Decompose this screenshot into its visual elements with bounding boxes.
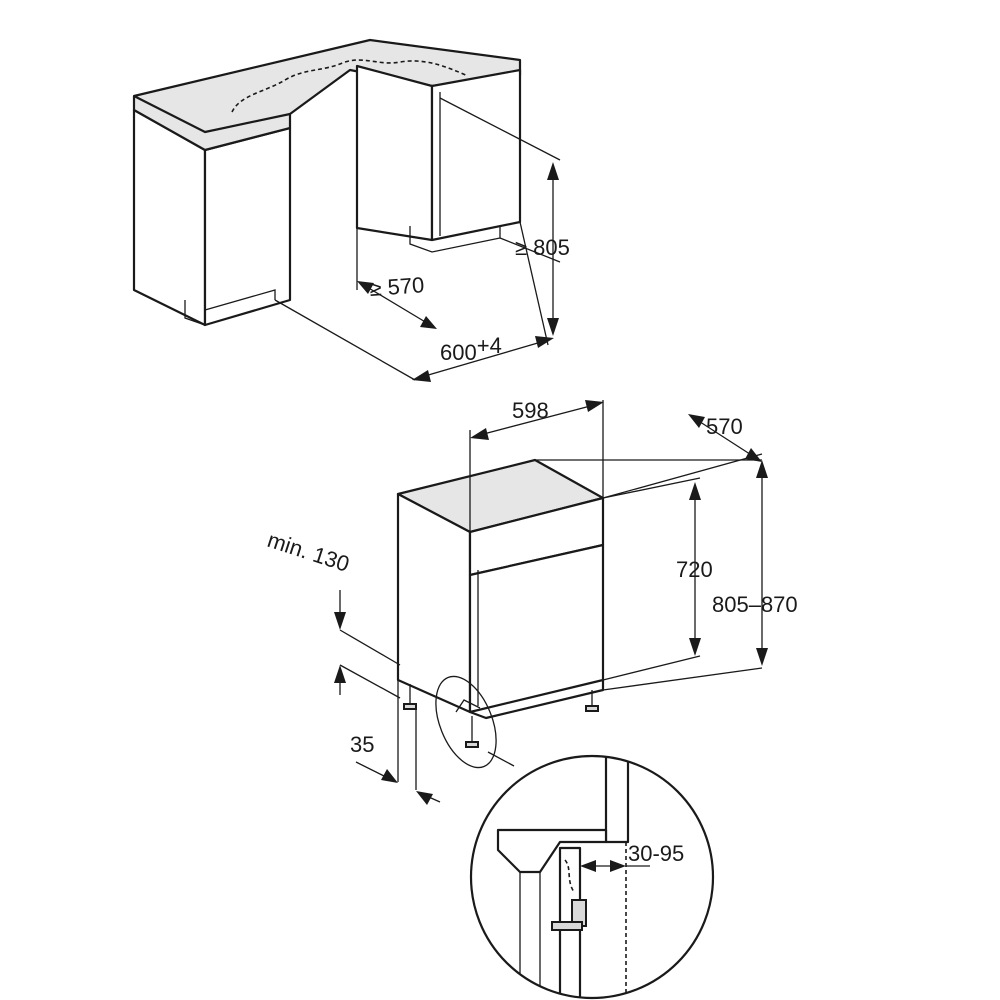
- left-cabinet-front: [203, 126, 292, 327]
- left-cabinet-plinth: [184, 300, 206, 326]
- ext-line-top: [602, 477, 701, 499]
- dishwasher-side: [396, 492, 472, 714]
- detail-cut-line: [564, 859, 575, 893]
- arrow-head: [689, 638, 701, 656]
- label-niche-width-value: 600: [440, 340, 477, 365]
- detail-screw: [551, 921, 583, 931]
- left-cabinet-plinth-line: [204, 289, 276, 311]
- dim-line: [475, 403, 599, 437]
- arrow-head: [745, 448, 762, 462]
- arrow-head: [412, 370, 431, 382]
- label-door-offset: 30-95: [628, 841, 684, 866]
- label-body-height: 720: [676, 557, 713, 582]
- ext-line-plinth-bottom: [339, 664, 401, 699]
- arrow-head: [334, 665, 346, 683]
- worktop: [132, 38, 522, 152]
- detail-circle: [469, 754, 715, 1000]
- arrow-head: [580, 860, 596, 872]
- arrow-head: [547, 162, 559, 180]
- arrow-head: [470, 428, 489, 440]
- arrow-head: [756, 648, 768, 666]
- ext-line-width-right: [519, 221, 549, 346]
- right-cabinet-front: [430, 68, 522, 242]
- right-cabinet: [355, 64, 522, 253]
- label-niche-height: ≥ 805: [515, 235, 570, 260]
- label-niche-depth: ≥ 570: [369, 272, 426, 301]
- ext-line-bottom: [499, 237, 561, 263]
- arrow-head: [585, 400, 604, 412]
- dim-total-height: 805–870: [712, 460, 798, 666]
- detail-marker: [435, 675, 497, 769]
- arrow-head: [535, 336, 554, 348]
- ext-line-body-bottom: [602, 655, 701, 681]
- label-plinth-height: min. 130: [264, 527, 352, 577]
- left-cabinet: [132, 108, 292, 327]
- ext-line-total-top: [602, 453, 763, 499]
- ext-line-total-bottom: [602, 667, 763, 691]
- arrow-head: [420, 316, 437, 329]
- dim-line: [361, 283, 433, 327]
- dim-line: [417, 339, 549, 379]
- foot-pad: [403, 703, 417, 710]
- detail-cabinet-base: [496, 828, 608, 874]
- label-niche-width: 600+4: [440, 333, 502, 365]
- worktop-front-edge: [133, 95, 291, 134]
- detail-leader: [487, 751, 515, 767]
- label-niche-width-tolerance: +4: [477, 333, 502, 358]
- door-hinge-mark: [455, 699, 481, 713]
- arrow-head: [756, 460, 768, 478]
- worktop-cutout: [231, 59, 469, 113]
- ext-line-top: [439, 97, 561, 161]
- dim-appliance-width: 598: [470, 398, 604, 440]
- label-plinth-depth: 35: [350, 732, 374, 757]
- ext-line-width-left: [274, 299, 416, 381]
- dishwasher-door-panel: [468, 543, 605, 714]
- foot-pad: [465, 741, 479, 748]
- dishwasher: [396, 458, 605, 748]
- dim-niche-height: ≥ 805: [515, 162, 570, 336]
- foot-pad: [585, 705, 599, 712]
- dim-body-height: 720: [676, 482, 713, 656]
- dishwasher-plinth: [469, 680, 605, 720]
- arrow-head: [381, 769, 398, 783]
- arrow-head: [610, 860, 626, 872]
- arrow-head: [688, 414, 705, 428]
- dim-plinth-height: min. 130: [264, 527, 352, 695]
- detail-view: 30-95: [469, 754, 715, 1000]
- label-appliance-depth: 570: [706, 414, 743, 439]
- label-total-height: 805–870: [712, 592, 798, 617]
- arrow-head: [547, 318, 559, 336]
- arrow-head: [357, 281, 374, 294]
- right-cabinet-side: [355, 64, 434, 242]
- ext-line-plinth-top: [339, 629, 401, 666]
- dim-line: [693, 417, 757, 459]
- kitchen-niche: ≥ 805 ≥ 570 600+4: [132, 38, 570, 382]
- label-appliance-width: 598: [512, 398, 549, 423]
- dim-appliance-depth: 570: [688, 414, 762, 462]
- arrow-head: [334, 612, 346, 630]
- arrow-head: [416, 791, 433, 805]
- dim-plinth-depth: 35: [350, 732, 441, 805]
- detail-door-panel: [604, 756, 630, 844]
- right-cabinet-plinth: [409, 226, 501, 253]
- arrow-head: [689, 482, 701, 500]
- dim-niche-width: 600+4: [412, 333, 554, 382]
- dim-niche-depth: ≥ 570: [357, 272, 437, 329]
